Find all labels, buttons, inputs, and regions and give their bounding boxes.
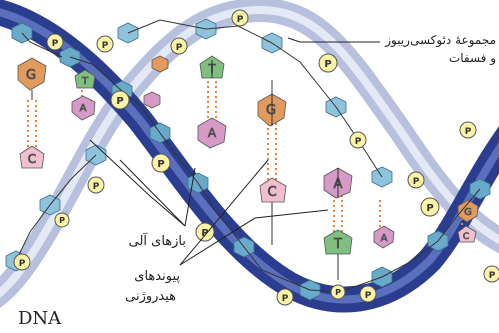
base-a-1-letter: A xyxy=(80,103,87,114)
base-g-1: G xyxy=(17,57,47,91)
base-c-2: C xyxy=(259,177,287,203)
phosphate: P xyxy=(420,197,440,217)
phosphate: P xyxy=(195,222,215,242)
svg-text:P: P xyxy=(282,294,289,304)
svg-text:P: P xyxy=(335,288,341,297)
svg-text:P: P xyxy=(59,216,65,225)
svg-text:P: P xyxy=(426,203,433,214)
base-a-3: A xyxy=(197,117,227,149)
svg-text:P: P xyxy=(93,182,100,192)
base-t-1: T xyxy=(74,69,96,89)
hbonds-label-line2: هیدروژنی xyxy=(125,289,176,304)
svg-text:P: P xyxy=(19,259,26,269)
phosphate: P xyxy=(318,53,338,73)
svg-text:P: P xyxy=(176,43,183,53)
dna-label: DNA xyxy=(18,308,62,329)
svg-text:P: P xyxy=(52,39,59,49)
svg-text:P: P xyxy=(157,159,164,170)
svg-text:P: P xyxy=(365,291,372,301)
base-g-2-letter: G xyxy=(266,103,276,118)
svg-text:P: P xyxy=(116,96,123,107)
phosphate: P xyxy=(54,212,70,228)
base-t-2-letter: T xyxy=(333,237,342,252)
phosphate: P xyxy=(407,171,425,189)
base-a-4-letter: A xyxy=(381,233,388,244)
svg-text:P: P xyxy=(201,228,208,239)
base-c-2-letter: C xyxy=(267,185,276,200)
base-a-3-letter: A xyxy=(208,126,217,140)
base-t-1-letter: T xyxy=(81,76,89,87)
svg-text:P: P xyxy=(237,15,244,25)
front-strand xyxy=(0,0,499,313)
back-strand xyxy=(0,0,499,308)
base-c-1: C xyxy=(19,145,45,169)
phosphate: P xyxy=(276,288,294,306)
phosphate: P xyxy=(96,35,114,53)
phosphate: P xyxy=(46,33,64,51)
base-g-3: G xyxy=(457,199,479,223)
callout-lines xyxy=(89,37,380,266)
svg-text:P: P xyxy=(324,59,331,70)
phosphate: P xyxy=(87,176,105,194)
hbonds-label-line1: پیوندهای xyxy=(134,269,180,284)
backbone-connectors xyxy=(15,19,481,293)
base-a-4: A xyxy=(373,225,395,249)
base-g-3-letter: G xyxy=(464,207,472,218)
phosphate: P xyxy=(459,121,477,139)
svg-text:P: P xyxy=(465,127,472,137)
base-c-3-letter: C xyxy=(463,232,469,242)
base-a-1: A xyxy=(71,95,96,121)
base-c-1-letter: C xyxy=(28,152,36,166)
svg-text:P: P xyxy=(413,177,420,187)
base-t-2: T xyxy=(323,229,353,255)
phosphate: P xyxy=(349,131,367,149)
base-g-1-letter: G xyxy=(26,68,36,83)
backbone-label-line1: مجموعهٔ دئوکسی‌ریبوز xyxy=(384,33,496,48)
svg-text:P: P xyxy=(102,41,109,51)
phosphate: P xyxy=(231,9,249,27)
phosphate: P xyxy=(359,285,377,303)
svg-text:P: P xyxy=(355,137,362,147)
phosphate: P xyxy=(110,90,130,110)
base-pair-small-4 xyxy=(143,55,169,109)
bases-label: بازهای آلی xyxy=(129,232,186,249)
phosphate: P xyxy=(483,265,499,283)
phosphate-groups: P P P P P P P P P P P P P P P P P P P xyxy=(13,9,499,306)
phosphate: P xyxy=(151,153,171,173)
phosphate: P xyxy=(13,253,31,271)
phosphate: P xyxy=(170,37,188,55)
svg-text:P: P xyxy=(489,271,496,281)
phosphate: P xyxy=(330,284,346,300)
base-c-3: C xyxy=(457,225,477,243)
backbone-label-line2: و فسفات xyxy=(449,51,496,66)
